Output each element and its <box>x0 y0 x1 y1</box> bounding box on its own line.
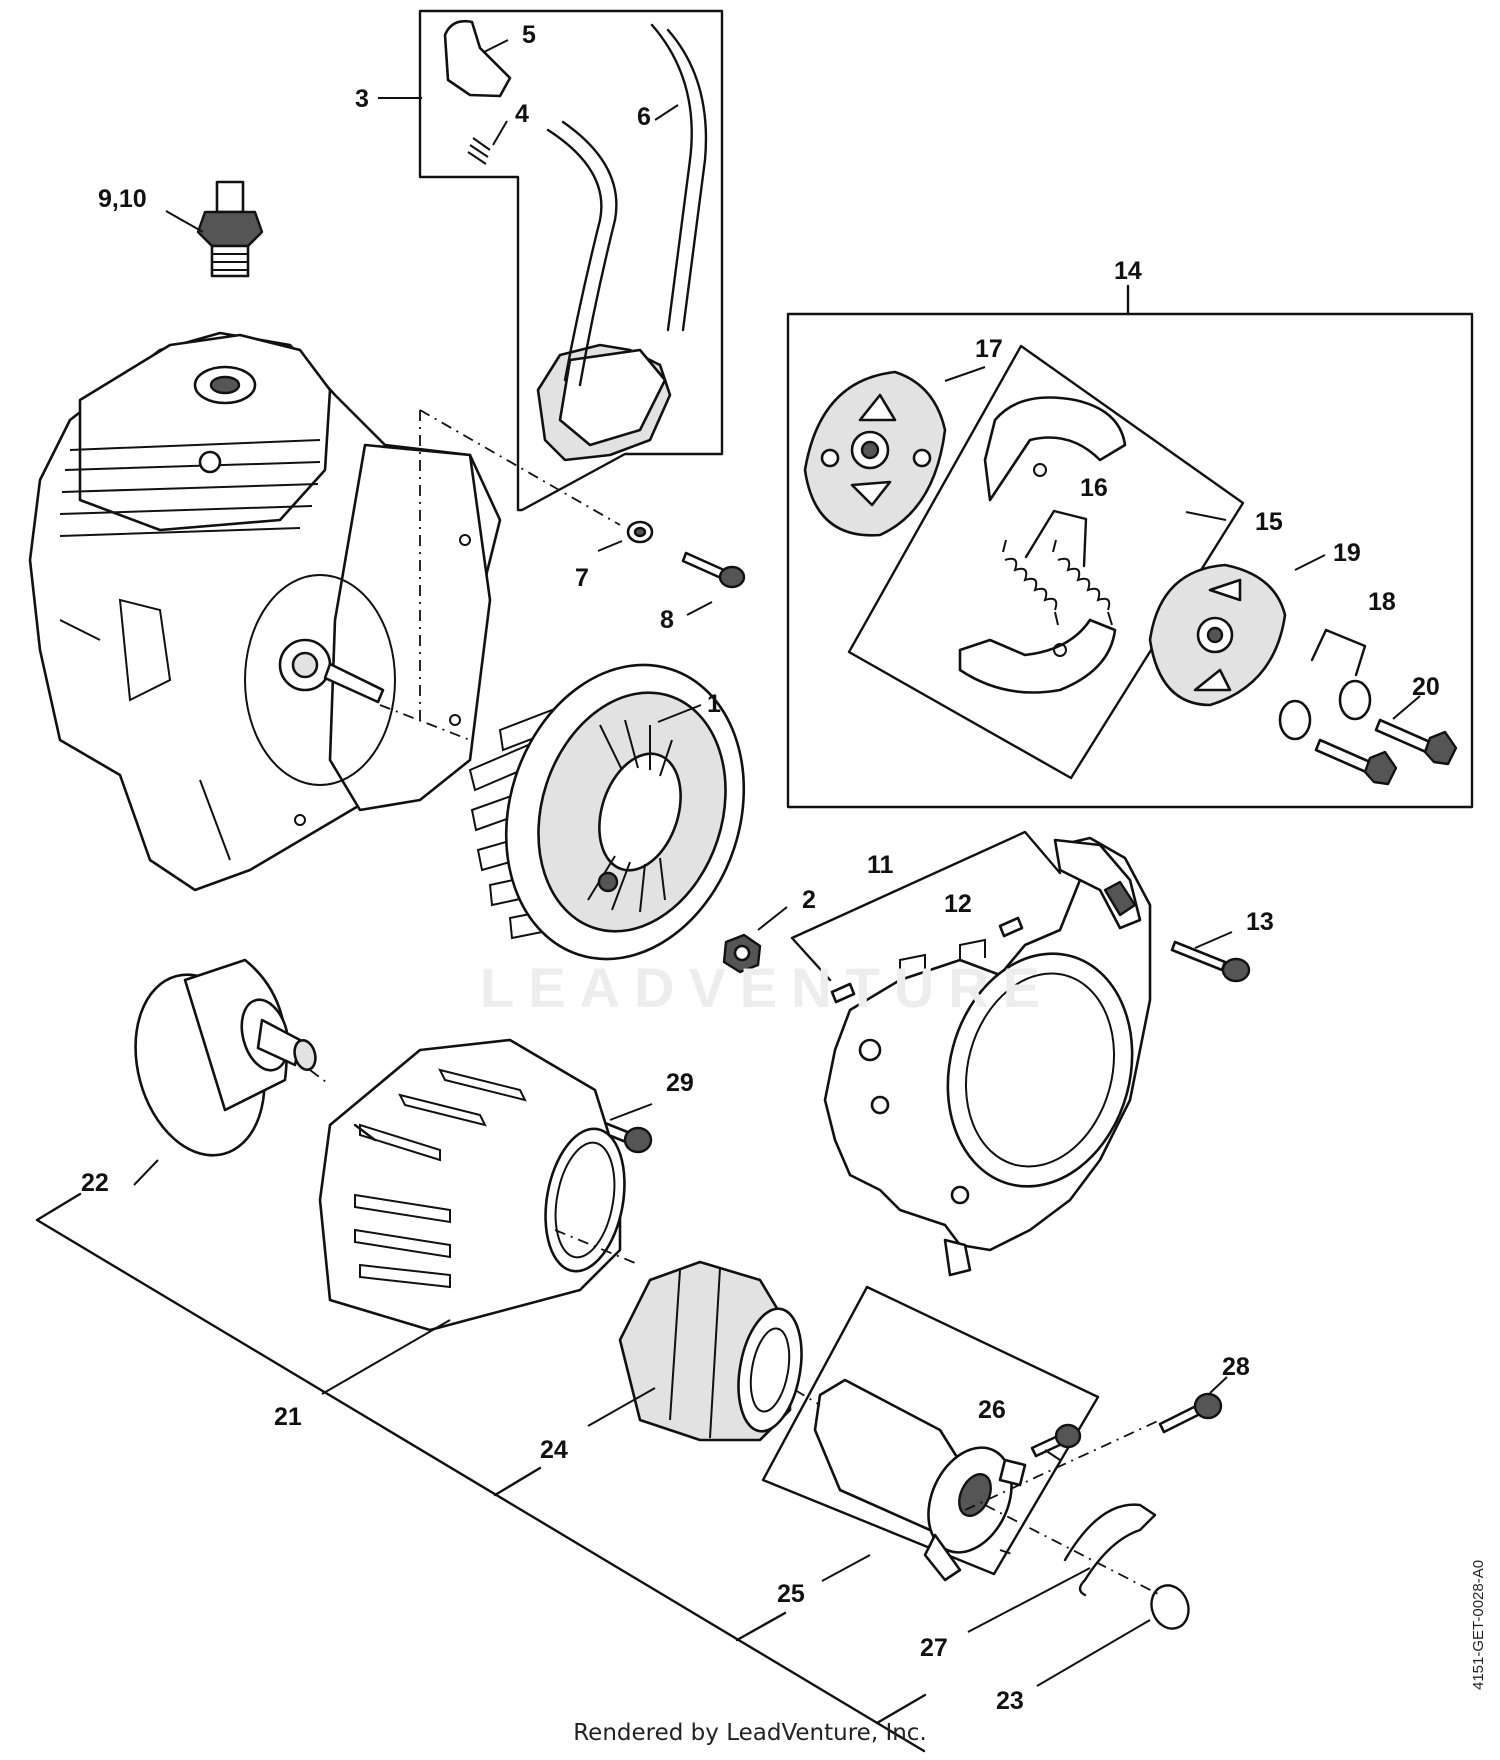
label-16: 16 <box>1080 474 1108 502</box>
circlip <box>1150 1584 1190 1630</box>
label-8: 8 <box>660 606 674 634</box>
centre-lines <box>309 409 1161 1596</box>
label-28: 28 <box>1222 1353 1250 1381</box>
label-19: 19 <box>1333 539 1361 567</box>
label-4: 4 <box>515 100 529 128</box>
screw-13 <box>1170 940 1251 983</box>
label-27: 27 <box>920 1634 948 1662</box>
label-1: 1 <box>707 690 721 718</box>
label-11: 11 <box>867 851 894 879</box>
label-29: 29 <box>666 1069 694 1097</box>
spark-plug <box>196 180 264 278</box>
washer-and-screw <box>626 520 746 589</box>
label-22: 22 <box>81 1169 109 1197</box>
label-23: 23 <box>996 1687 1024 1715</box>
label-17: 17 <box>975 335 1003 363</box>
label-13: 13 <box>1246 908 1274 936</box>
label-26: 26 <box>978 1396 1006 1424</box>
render-credit: Rendered by LeadVenture, Inc. <box>573 1720 927 1746</box>
label-14: 14 <box>1114 257 1142 285</box>
screw-26 <box>1030 1423 1082 1458</box>
label-6: 6 <box>637 103 651 131</box>
clutch-assembly <box>786 312 1474 809</box>
bearing-sleeve <box>618 1260 803 1442</box>
label-15: 15 <box>1255 508 1283 536</box>
label-20: 20 <box>1412 673 1440 701</box>
clutch-drum <box>134 958 317 1157</box>
label-7: 7 <box>575 564 589 592</box>
leader-lines <box>35 39 1421 1753</box>
document-id: 4151-GET-0028-A0 <box>1470 1559 1487 1690</box>
label-9-10: 9,10 <box>98 185 147 213</box>
part-labels: 5 3 4 6 9,10 14 17 16 15 19 7 18 8 20 1 … <box>81 21 1440 1715</box>
label-21: 21 <box>274 1403 302 1431</box>
spring-clip <box>1063 1503 1157 1597</box>
watermark-text: LEADVENTURE <box>480 956 1055 1019</box>
label-24: 24 <box>540 1436 568 1464</box>
label-25: 25 <box>777 1580 805 1608</box>
label-18: 18 <box>1368 588 1396 616</box>
gear-head <box>761 1285 1100 1582</box>
flywheel <box>468 663 746 961</box>
fan-housing <box>823 836 1152 1277</box>
label-12: 12 <box>944 890 972 918</box>
label-2: 2 <box>802 886 816 914</box>
flywheel-nut <box>722 933 762 974</box>
ignition-module <box>418 9 724 512</box>
engine-crankcase <box>28 331 502 892</box>
label-5: 5 <box>522 21 536 49</box>
label-3: 3 <box>355 85 369 113</box>
clutch-cover <box>318 1038 626 1332</box>
screw-28 <box>1158 1392 1223 1434</box>
